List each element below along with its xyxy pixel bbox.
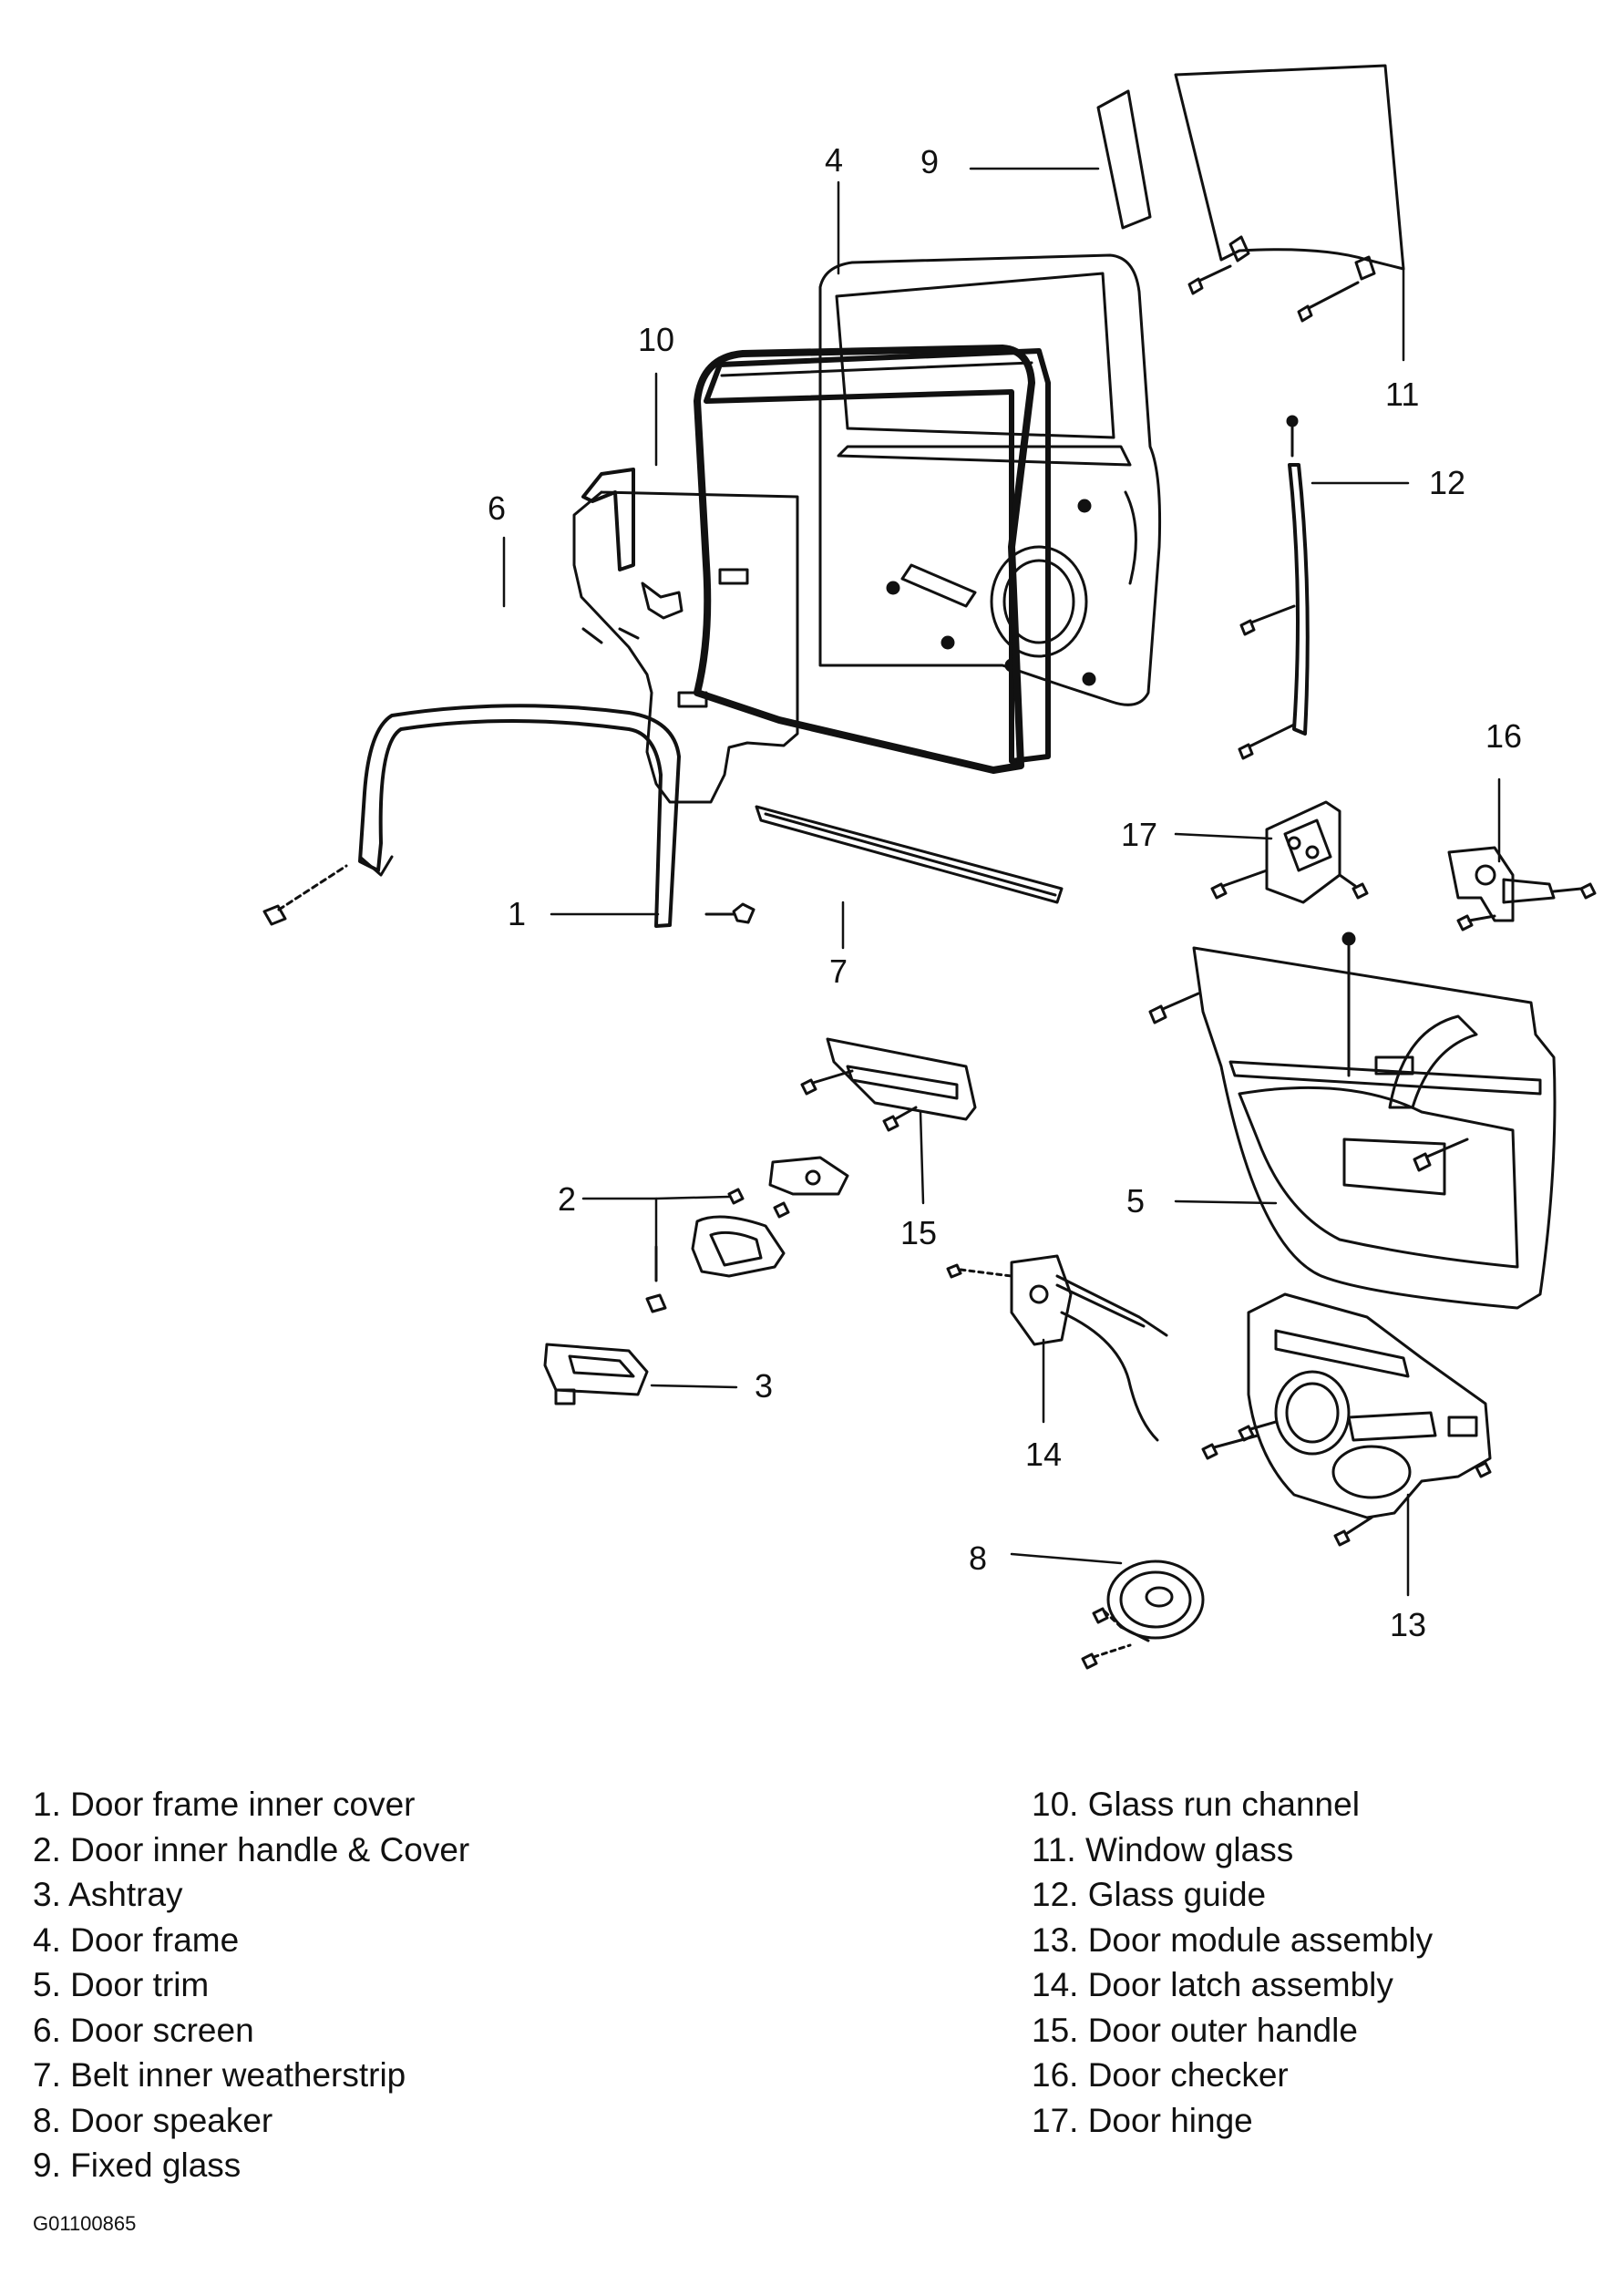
callout-2: 2 — [558, 1180, 576, 1218]
belt-inner-weatherstrip-part — [756, 807, 1062, 902]
legend-item: 12. Glass guide — [1032, 1876, 1267, 1913]
callout-8: 8 — [969, 1539, 987, 1577]
door-screen-part — [574, 492, 797, 802]
legend-item: 10. Glass run channel — [1032, 1786, 1360, 1823]
callout-16: 16 — [1485, 717, 1522, 755]
legend-item: 9. Fixed glass — [33, 2146, 242, 2184]
legend-item: 14. Door latch assembly — [1032, 1966, 1393, 2003]
legend-right-column: 10. Glass run channel 11. Window glass 1… — [1032, 1782, 1433, 2143]
figure-code: G01100865 — [33, 2212, 137, 2235]
callout-3: 3 — [755, 1367, 773, 1405]
callout-10: 10 — [638, 321, 674, 358]
legend-item: 15. Door outer handle — [1032, 2011, 1358, 2049]
door-frame-part — [820, 255, 1160, 705]
legend-item: 8. Door speaker — [33, 2101, 273, 2139]
door-trim-part — [1150, 933, 1555, 1308]
callout-1: 1 — [508, 895, 526, 932]
legend-item: 4. Door frame — [33, 1920, 240, 1959]
door-seal-part — [697, 348, 1032, 770]
glass-run-strip-part — [583, 469, 633, 570]
ashtray-part — [545, 1344, 647, 1404]
glass-run-channel-part — [706, 351, 1048, 761]
callout-9: 9 — [920, 143, 939, 180]
door-checker-part — [1449, 848, 1595, 930]
legend-item: 5. Door trim — [33, 1966, 210, 2003]
door-outer-handle-part — [802, 1039, 975, 1130]
callout-13: 13 — [1390, 1606, 1426, 1643]
callout-4: 4 — [825, 141, 843, 179]
door-inner-handle-part — [647, 1158, 848, 1312]
callout-11: 11 — [1385, 376, 1419, 413]
door-latch-assembly-part — [948, 1256, 1167, 1440]
window-glass-part — [1176, 66, 1403, 321]
legend-item: 3. Ashtray — [33, 1876, 183, 1913]
callout-labels: 1 2 3 4 5 6 7 8 9 10 11 12 13 14 15 16 1… — [488, 141, 1522, 1643]
callout-14: 14 — [1025, 1436, 1062, 1473]
door-hinge-part — [1212, 802, 1367, 902]
legend-item: 16. Door checker — [1032, 2056, 1289, 2094]
legend-item: 17. Door hinge — [1032, 2101, 1253, 2139]
callout-17: 17 — [1121, 816, 1157, 853]
callout-5: 5 — [1126, 1182, 1145, 1220]
door-speaker-part — [1083, 1561, 1203, 1668]
glass-guide-part — [1239, 417, 1308, 758]
door-frame-inner-cover-part — [264, 705, 754, 926]
leader-lines — [502, 167, 1501, 1597]
callout-6: 6 — [488, 489, 506, 527]
legend-item: 13. Door module assembly — [1032, 1920, 1434, 1959]
legend-item: 6. Door screen — [33, 2011, 254, 2049]
callout-12: 12 — [1429, 464, 1465, 501]
legend-item: 2. Door inner handle & Cover — [33, 1830, 470, 1868]
fixed-glass-part — [1098, 91, 1150, 228]
callout-7: 7 — [829, 952, 848, 990]
callout-15: 15 — [900, 1214, 937, 1251]
legend-left-column: 1. Door frame inner cover 2. Door inner … — [33, 1782, 469, 2188]
legend-item: 1. Door frame inner cover — [33, 1786, 416, 1823]
door-module-assembly-part — [1203, 1294, 1490, 1545]
legend-item: 7. Belt inner weatherstrip — [33, 2056, 406, 2094]
legend-item: 11. Window glass — [1032, 1830, 1294, 1868]
exploded-door-diagram: 1 2 3 4 5 6 7 8 9 10 11 12 13 14 15 16 1… — [0, 0, 1624, 1714]
